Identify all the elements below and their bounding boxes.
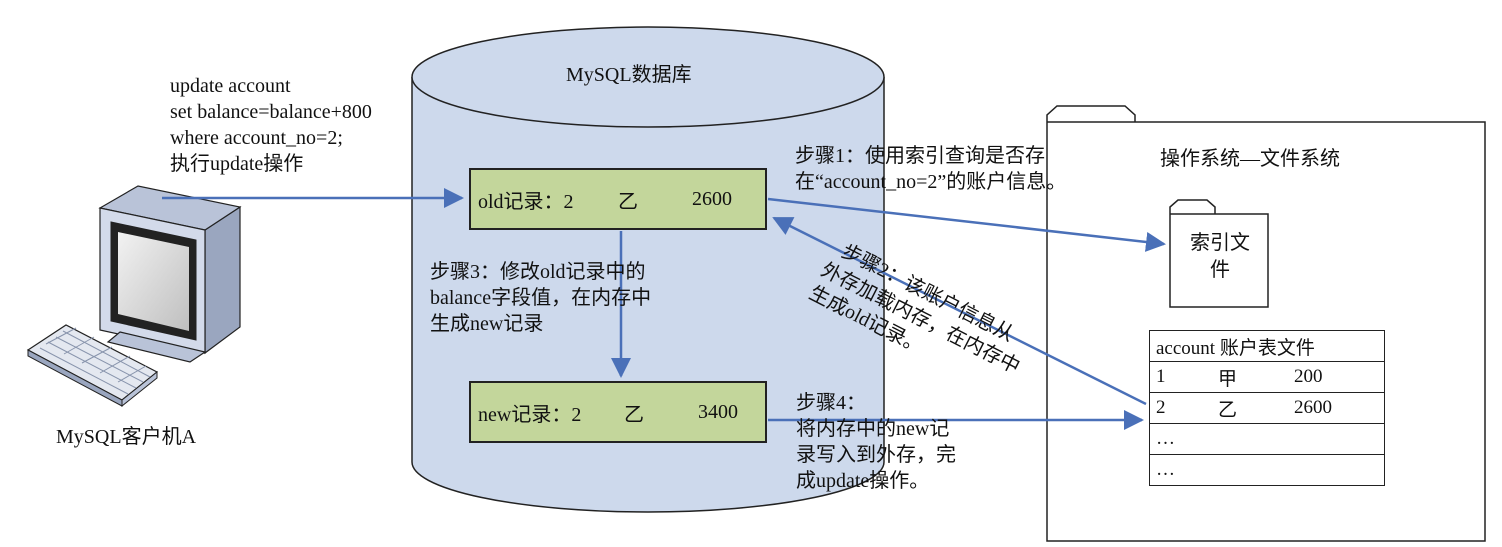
sql-line: update account — [170, 75, 291, 97]
new-record-label: new记录：2 — [478, 403, 582, 426]
table-cell — [1212, 454, 1288, 486]
step4-line: 将内存中的new记 — [796, 418, 950, 440]
step4-line: 录写入到外存，完 — [796, 444, 956, 466]
step1-line: 在“account_no=2”的账户信息。 — [795, 171, 1067, 193]
client-sql-text: update account set balance=balance+800 w… — [170, 73, 372, 177]
old-record-box — [469, 168, 767, 230]
index-file-label: 索引文 件 — [1180, 230, 1260, 284]
table-cell — [1288, 454, 1385, 486]
table-cell: 2600 — [1288, 392, 1385, 424]
table-row: … — [1149, 423, 1385, 455]
new-record-box — [469, 381, 767, 443]
step3-text: 步骤3：修改old记录中的 balance字段值，在内存中 生成new记录 — [430, 259, 651, 337]
index-file-line: 件 — [1210, 259, 1230, 281]
index-file-line: 索引文 — [1190, 232, 1250, 254]
step1-text: 步骤1：使用索引查询是否存 在“account_no=2”的账户信息。 — [795, 143, 1066, 195]
filesystem-title: 操作系统—文件系统 — [1160, 148, 1340, 170]
index-file-folder — [1169, 199, 1269, 308]
step3-line: 生成new记录 — [430, 313, 544, 335]
account-table-header-row: account 账户表文件 — [1149, 330, 1385, 362]
table-cell: … — [1149, 454, 1212, 486]
database-title: MySQL数据库 — [566, 64, 692, 86]
sql-line: where account_no=2; — [170, 127, 343, 149]
table-row: 2 乙 2600 — [1149, 392, 1385, 424]
new-record-value: 3400 — [698, 400, 738, 423]
table-cell: 甲 — [1212, 361, 1288, 393]
old-record-label: old记录：2 — [478, 190, 574, 213]
client-label: MySQL客户机A — [56, 426, 197, 448]
old-record: old记录：2 乙 2600 — [478, 169, 732, 229]
step1-line: 步骤1：使用索引查询是否存 — [795, 145, 1045, 167]
new-record-name: 乙 — [624, 403, 644, 426]
step3-line: 步骤3：修改old记录中的 — [430, 261, 646, 283]
computer-icon — [98, 185, 242, 363]
step3-line: balance字段值，在内存中 — [430, 287, 652, 309]
table-row: 1 甲 200 — [1149, 361, 1385, 393]
step4-line: 步骤4： — [796, 392, 866, 414]
table-row: … — [1149, 454, 1385, 486]
table-cell: 1 — [1149, 361, 1212, 393]
table-cell: … — [1149, 423, 1212, 455]
keyboard-icon — [26, 324, 159, 408]
arrow-step1-to-index — [767, 197, 1166, 252]
account-table: account 账户表文件 1 甲 200 2 乙 2600 … … — [1149, 330, 1385, 486]
sql-line: 执行update操作 — [170, 153, 304, 175]
table-cell: 2 — [1149, 392, 1212, 424]
step4-text: 步骤4： 将内存中的new记 录写入到外存，完 成update操作。 — [796, 390, 956, 494]
table-cell — [1212, 423, 1288, 455]
old-record-name: 乙 — [618, 190, 638, 213]
table-cell: 乙 — [1212, 392, 1288, 424]
step4-line: 成update操作。 — [796, 470, 930, 492]
table-cell: 200 — [1288, 361, 1385, 393]
new-record: new记录：2 乙 3400 — [478, 382, 738, 442]
arrow-step2-to-old-record — [772, 216, 1147, 406]
old-record-value: 2600 — [692, 187, 732, 210]
account-table-header: account 账户表文件 — [1149, 330, 1385, 362]
sql-line: set balance=balance+800 — [170, 101, 372, 123]
table-cell — [1288, 423, 1385, 455]
